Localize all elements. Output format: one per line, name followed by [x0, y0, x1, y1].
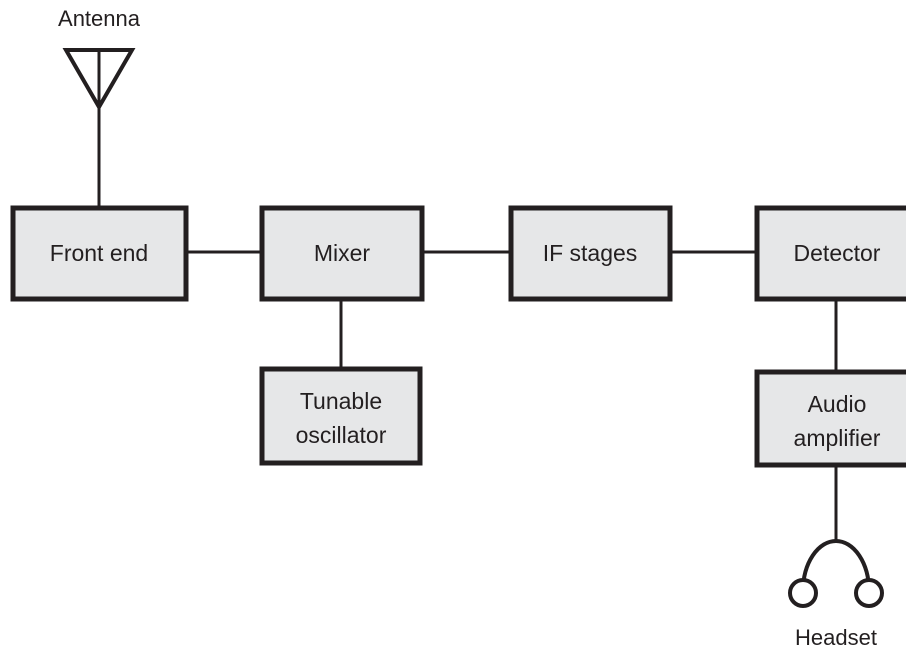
audio-amplifier-block: Audio amplifier [754, 369, 906, 468]
headset-label: Headset [795, 625, 877, 650]
tunable-oscillator-label-line1: Tunable [300, 388, 382, 414]
detector-block: Detector [754, 205, 906, 302]
audio-amplifier-label-line2: amplifier [794, 425, 881, 451]
front-end-block: Front end [10, 205, 189, 302]
front-end-label: Front end [50, 240, 148, 266]
audio-amplifier-label-line1: Audio [808, 391, 867, 417]
mixer-label: Mixer [314, 240, 371, 266]
tunable-oscillator-label-line2: oscillator [296, 422, 387, 448]
signal-wires [186, 250, 838, 543]
mixer-block: Mixer [259, 205, 425, 302]
if-stages-label: IF stages [543, 240, 638, 266]
headset-icon [788, 539, 884, 608]
antenna-icon [62, 48, 136, 208]
detector-label: Detector [794, 240, 881, 266]
antenna-label: Antenna [58, 6, 141, 31]
if-stages-block: IF stages [508, 205, 673, 302]
tunable-oscillator-block: Tunable oscillator [259, 366, 423, 466]
